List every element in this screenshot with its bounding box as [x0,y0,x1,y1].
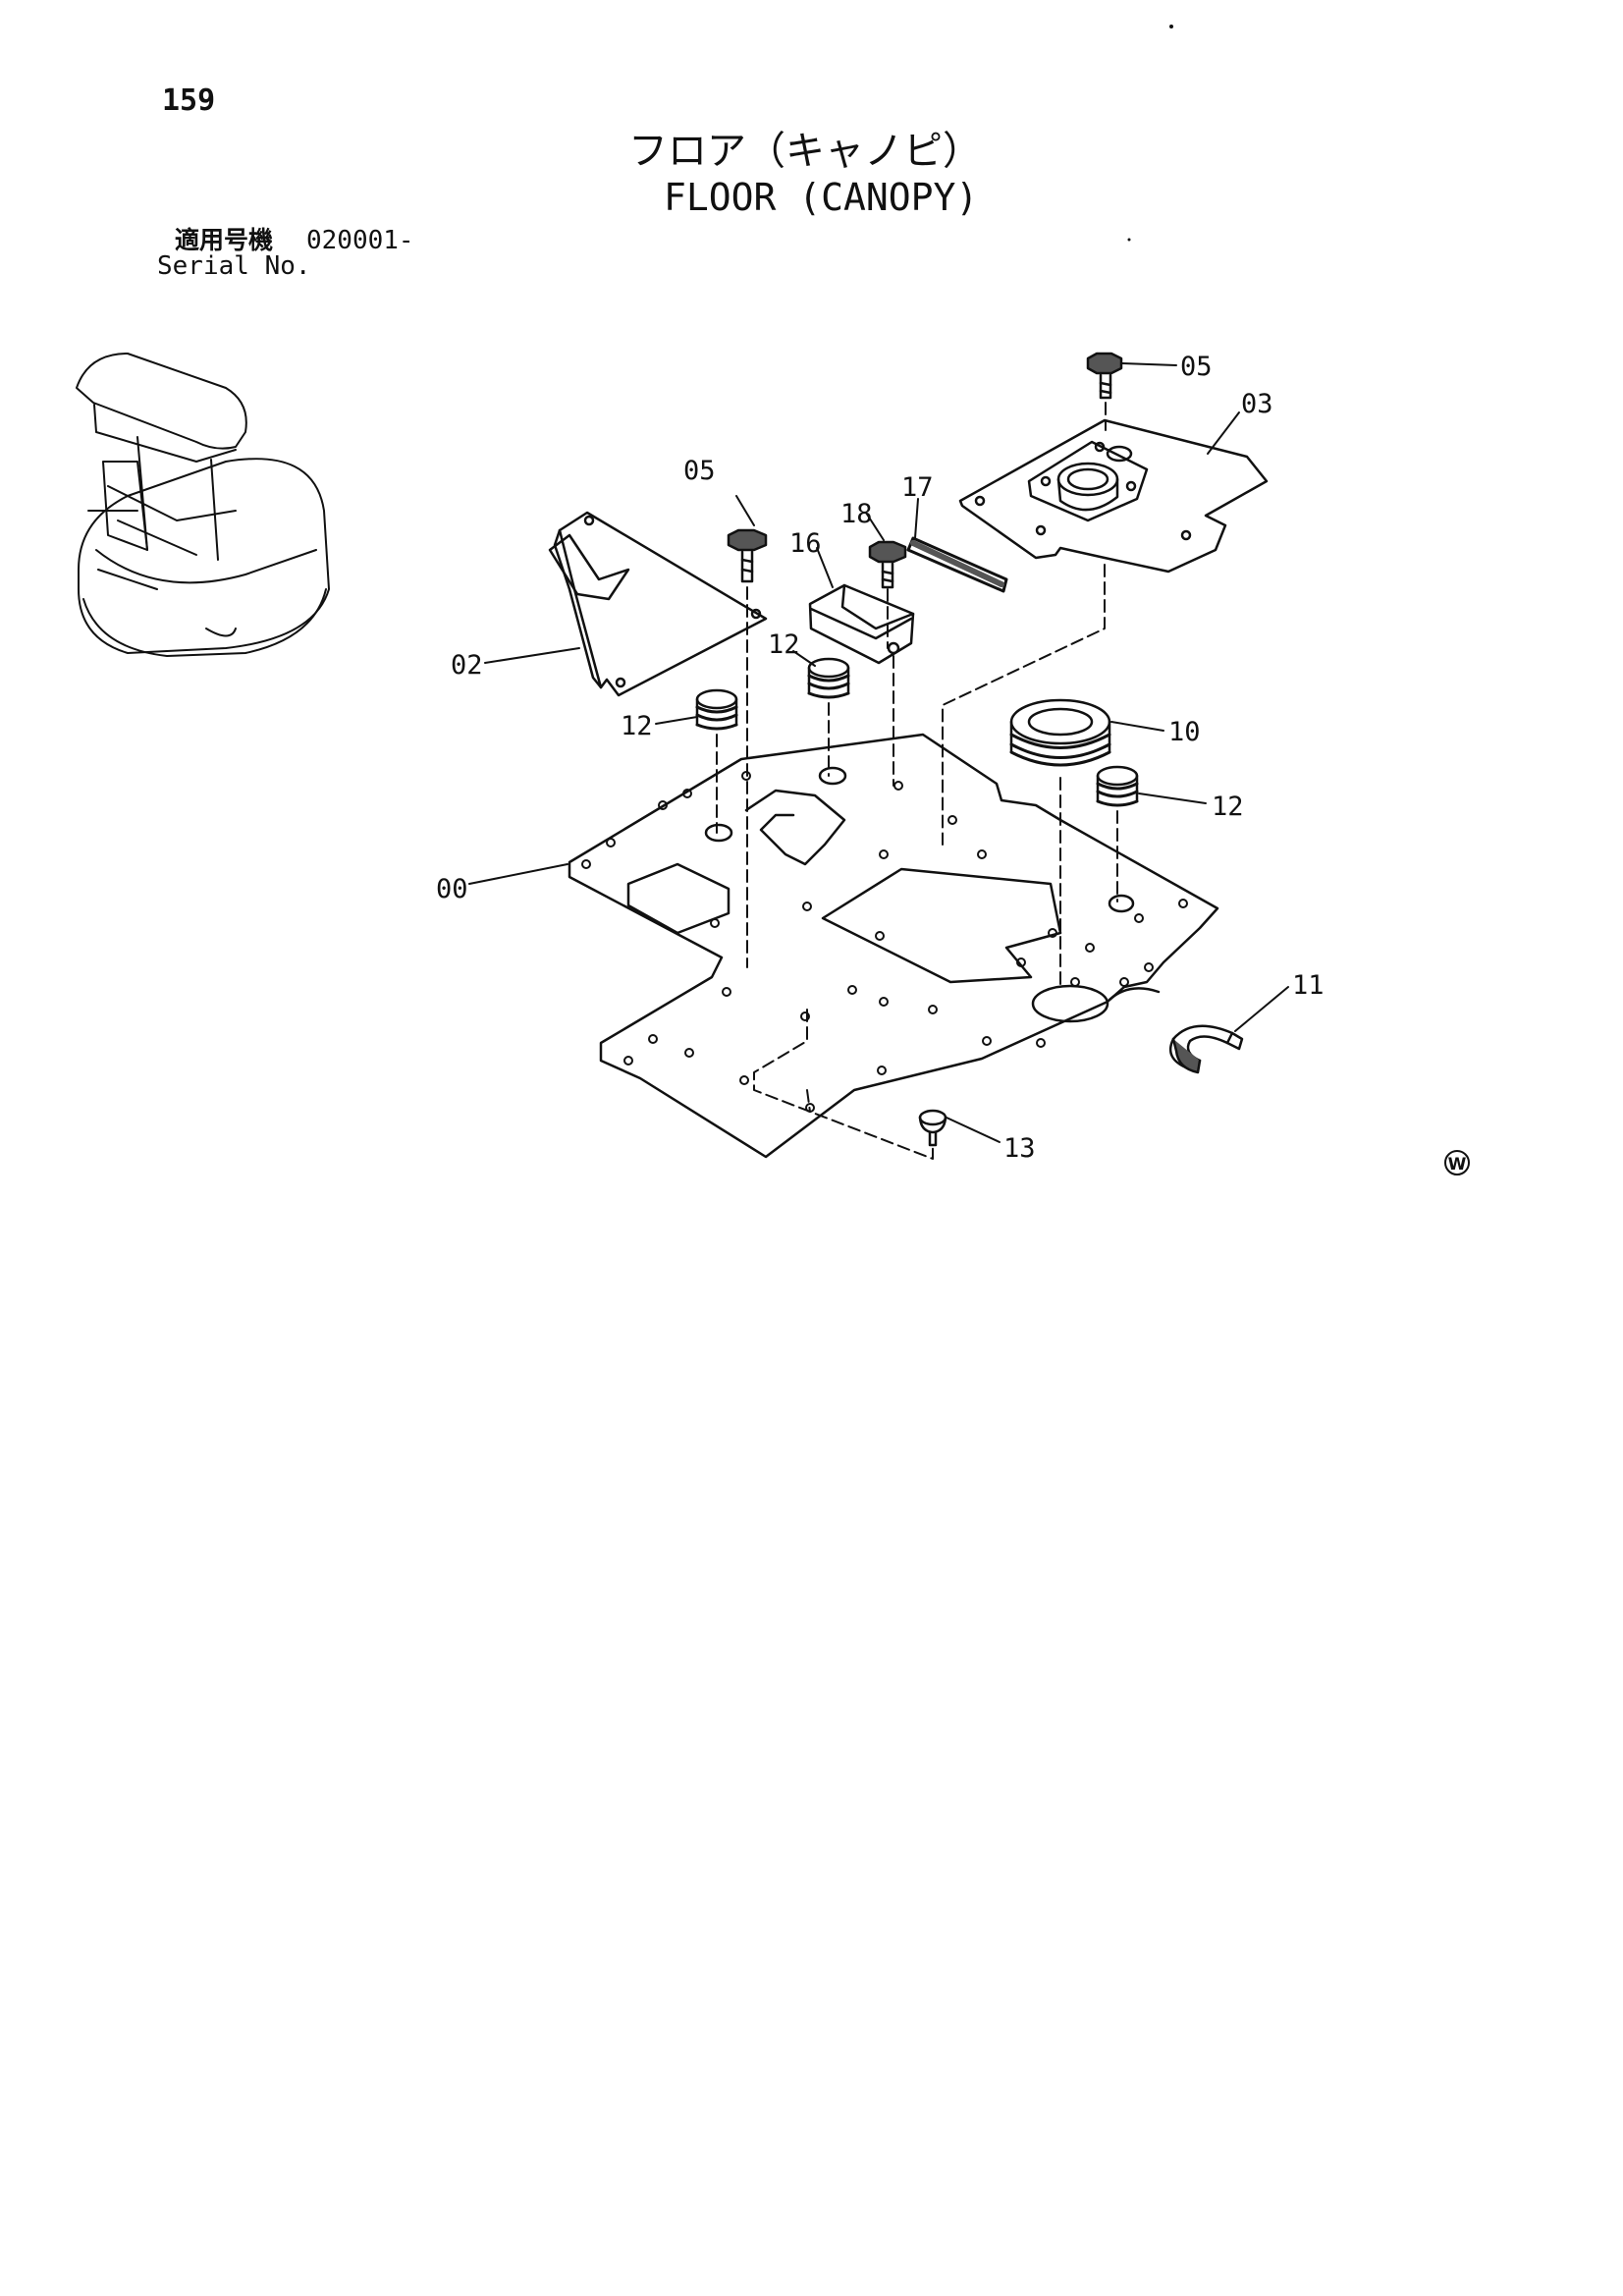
w-mark-letter: W [1448,1155,1467,1175]
assembly-guide-lines [716,402,1118,1160]
fastener-13 [918,1109,947,1147]
bracket-16 [808,583,915,665]
callout-label: 11 [1292,970,1325,1001]
callout-label: 12 [621,711,653,741]
callout-label: 05 [1180,352,1213,382]
callout-label: 10 [1168,717,1201,747]
callout-label: 18 [840,499,873,529]
bolt-05-top [1086,352,1123,400]
grommet-12-left [695,688,738,731]
bolt-18 [868,540,907,589]
cover-plate-02 [548,511,768,697]
floor-cutout-left [626,862,730,935]
bolt-05-left [727,528,768,583]
callout-label: 16 [789,528,822,559]
callout-label: 03 [1241,389,1273,419]
clip-11 [1168,1024,1244,1074]
serial-label-japanese: 適用号機 [175,226,274,254]
callout-label: 13 [1003,1133,1036,1164]
page-title-japanese: フロア（キャノピ） [628,129,982,174]
callout-label: 17 [901,472,934,503]
callout-label: 02 [451,650,483,681]
page-title-english: FLOOR (CANOPY) [664,176,979,219]
grommet-12-right [1096,765,1139,807]
callout-label: 05 [683,456,716,486]
mounting-plate-03 [958,418,1269,574]
serial-number-value: 020001- [306,226,414,255]
w-mark-symbol: W [1444,1150,1470,1175]
callout-labels: 05 05 03 17 18 16 02 12 12 10 12 00 11 1… [436,352,1325,1164]
floor-plate-00 [568,733,1219,1159]
callout-label: 00 [436,874,468,904]
serial-label-english: Serial No. [157,251,311,281]
callout-label: 12 [768,629,800,660]
callout-label: 12 [1212,792,1244,822]
machine-overview-thumbnail [76,353,330,657]
seal-strip-17 [906,536,1008,593]
grommet-12-center [807,657,850,699]
callout-leader-lines [468,362,1289,1143]
grommet-10-large [1009,698,1111,767]
page-number: 159 [162,83,216,118]
floor-cutout-center [821,867,1062,984]
